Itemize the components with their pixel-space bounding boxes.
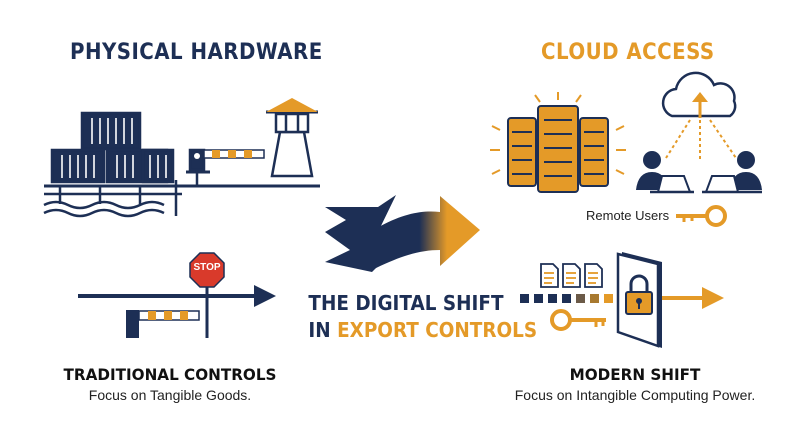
traditional-controls-title: TRADITIONAL CONTROLS xyxy=(63,365,277,384)
remote-users-label: Remote Users xyxy=(586,208,670,223)
stop-sign-icon xyxy=(189,252,225,288)
traditional-controls-subtitle: Focus on Tangible Goods. xyxy=(88,387,252,403)
modern-shift-subtitle: Focus on Intangible Computing Power. xyxy=(514,387,756,403)
digital-shift-line2-highlight: EXPORT CONTROLS xyxy=(337,318,538,342)
digital-shift-line2-prefix: IN xyxy=(308,318,338,342)
modern-shift-caption: MODERN SHIFT Focus on Intangible Computi… xyxy=(490,365,780,403)
traditional-controls-caption: TRADITIONAL CONTROLS Focus on Tangible G… xyxy=(40,365,300,403)
stop-sign-text: STOP xyxy=(193,262,221,273)
modern-shift-title: MODERN SHIFT xyxy=(569,365,701,384)
cloud-access-heading: CLOUD ACCESS xyxy=(541,40,715,65)
digital-shift-title: THE DIGITAL SHIFT IN EXPORT CONTROLS xyxy=(308,290,537,344)
physical-hardware-heading: PHYSICAL HARDWARE xyxy=(70,40,323,65)
digital-shift-line1: THE DIGITAL SHIFT xyxy=(308,291,504,315)
